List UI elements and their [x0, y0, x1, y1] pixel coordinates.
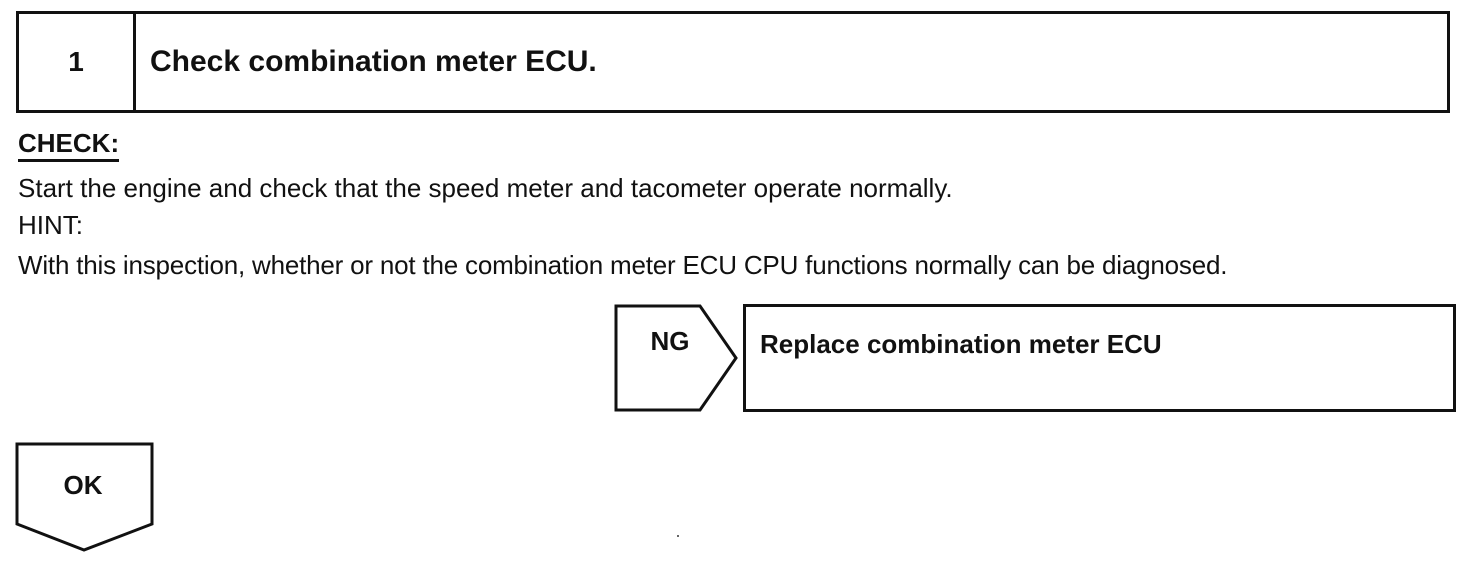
step-header: 1 Check combination meter ECU.: [16, 11, 1450, 113]
ng-label: NG: [650, 326, 690, 356]
check-label: CHECK:: [18, 128, 120, 162]
ng-result-text: Replace combination meter ECU: [760, 329, 1162, 359]
hint-label: HINT:: [18, 210, 83, 240]
ng-result-box: Replace combination meter ECU: [743, 304, 1456, 412]
hint-text: With this inspection, whether or not the…: [18, 250, 1228, 280]
step-title: Check combination meter ECU.: [150, 45, 597, 78]
check-instruction: Start the engine and check that the spee…: [18, 173, 953, 203]
ok-label: OK: [63, 470, 103, 500]
ok-branch-arrow: OK: [14, 442, 158, 554]
ng-branch-arrow: NG: [614, 304, 744, 414]
scan-speck: [677, 535, 679, 537]
right-arrow-shape: [614, 304, 738, 412]
step-number: 1: [19, 14, 136, 110]
down-arrow-shape: [15, 442, 154, 552]
